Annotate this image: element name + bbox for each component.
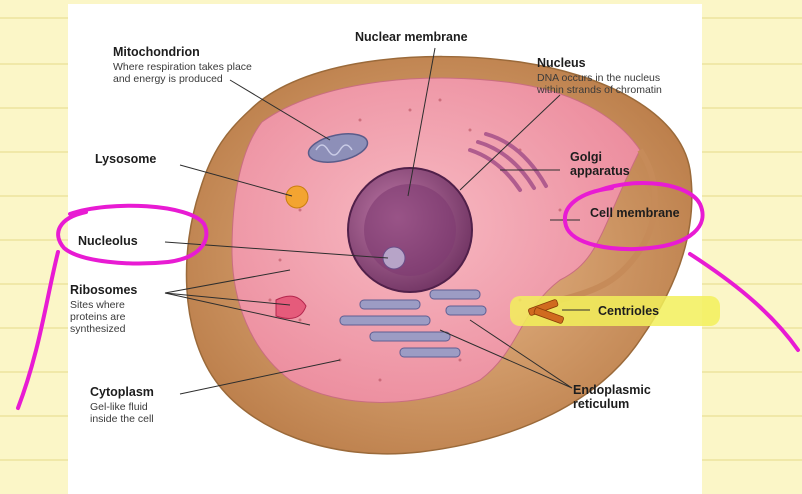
- label-mitochondrion-desc: Where respiration takes place and energy…: [113, 61, 258, 85]
- label-nucleus-desc: DNA occurs in the nucleus within strands…: [537, 72, 672, 96]
- label-cytoplasm-desc: Gel-like fluid inside the cell: [90, 401, 175, 425]
- label-golgi: Golgi apparatus: [570, 150, 640, 178]
- label-mitochondrion: Mitochondrion: [113, 45, 200, 59]
- label-endoplasmic-reticulum: Endoplasmic reticulum: [573, 383, 683, 411]
- label-lysosome: Lysosome: [95, 152, 156, 166]
- label-nuclear-membrane: Nuclear membrane: [355, 30, 468, 44]
- label-cell-membrane: Cell membrane: [590, 206, 680, 220]
- label-nucleolus: Nucleolus: [78, 234, 138, 248]
- label-cytoplasm: Cytoplasm: [90, 385, 154, 399]
- label-nucleus: Nucleus: [537, 56, 586, 70]
- label-centrioles: Centrioles: [598, 304, 659, 318]
- label-ribosomes-desc: Sites where proteins are synthesized: [70, 299, 160, 335]
- label-ribosomes: Ribosomes: [70, 283, 137, 297]
- lysosome-shape: [286, 186, 308, 208]
